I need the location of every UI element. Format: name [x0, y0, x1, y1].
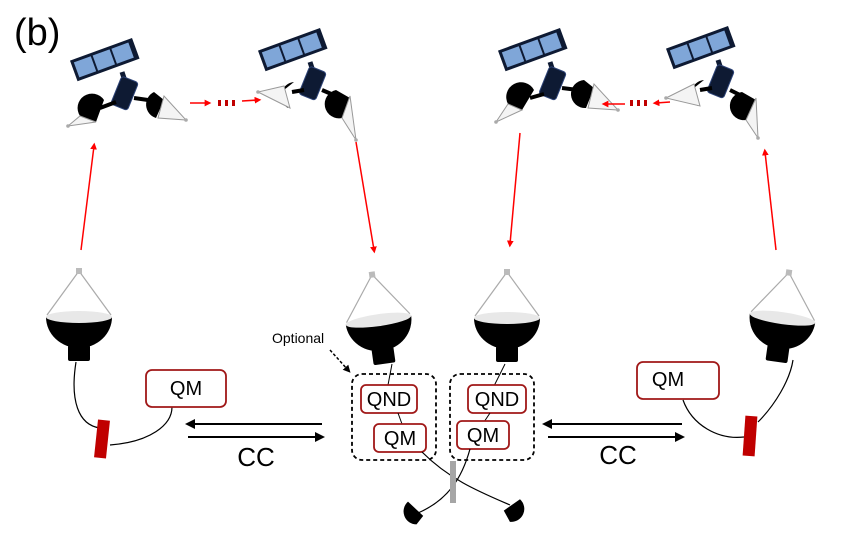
qnd-label-left: QND: [367, 389, 411, 411]
qm-box-center-left: [373, 423, 427, 453]
ground-station-center-right: [473, 268, 541, 363]
satellite-4: [664, 26, 760, 140]
satellite-3: [494, 28, 620, 124]
optional-label: Optional: [272, 330, 324, 346]
fiber-left-dish: [73, 361, 101, 429]
qm-label-center-left: QM: [384, 428, 416, 450]
downlink-center-right: [506, 132, 521, 248]
qnd-box-left: [360, 384, 418, 414]
qm-box-right: [636, 361, 720, 400]
ground-station-right: [743, 264, 823, 367]
fiber-bsm-right: [417, 448, 471, 514]
cc-label-right: CC: [599, 440, 637, 470]
cc-label-left: CC: [237, 442, 275, 472]
ground-station-left: [45, 267, 113, 362]
qnd-label-right: QND: [475, 389, 519, 411]
downlink-center-left: [355, 141, 377, 254]
panel-label: (b): [14, 12, 60, 54]
fiber-left-qm: [109, 406, 173, 446]
fiber-qnd-qm-left: [397, 412, 403, 425]
satellite-1: [66, 38, 188, 128]
optional-group-left: [351, 373, 437, 461]
uplink-right: [762, 148, 777, 251]
qm-box-left: [145, 369, 227, 408]
fiber-right-qm: [682, 399, 745, 438]
optional-group-right: [449, 373, 535, 461]
fiber-bsm-left: [421, 451, 511, 506]
qm-box-center-right: [456, 420, 510, 450]
optional-pointer-arrow: [329, 349, 351, 373]
fiber-center-left-dish: [387, 363, 393, 386]
qnd-box-right: [467, 384, 527, 414]
fiber-center-right-dish: [493, 363, 506, 387]
inter-satellite-link-left: [190, 96, 262, 107]
qm-label-left: QM: [170, 378, 202, 400]
ground-station-center-left: [338, 266, 418, 369]
solar-cell-icon: [73, 56, 97, 78]
satellite-2: [256, 28, 358, 142]
beam-splitter: [450, 461, 456, 503]
detector-left-icon: [403, 501, 424, 525]
qm-label-right: QM: [652, 369, 684, 391]
fiber-right-dish: [757, 359, 794, 423]
inter-satellite-link-right: [601, 99, 671, 108]
blocker-left: [94, 419, 110, 459]
qm-label-center-right: QM: [467, 425, 499, 447]
detector-right-icon: [503, 499, 525, 522]
blocker-right: [742, 415, 758, 457]
uplink-left: [80, 142, 97, 251]
